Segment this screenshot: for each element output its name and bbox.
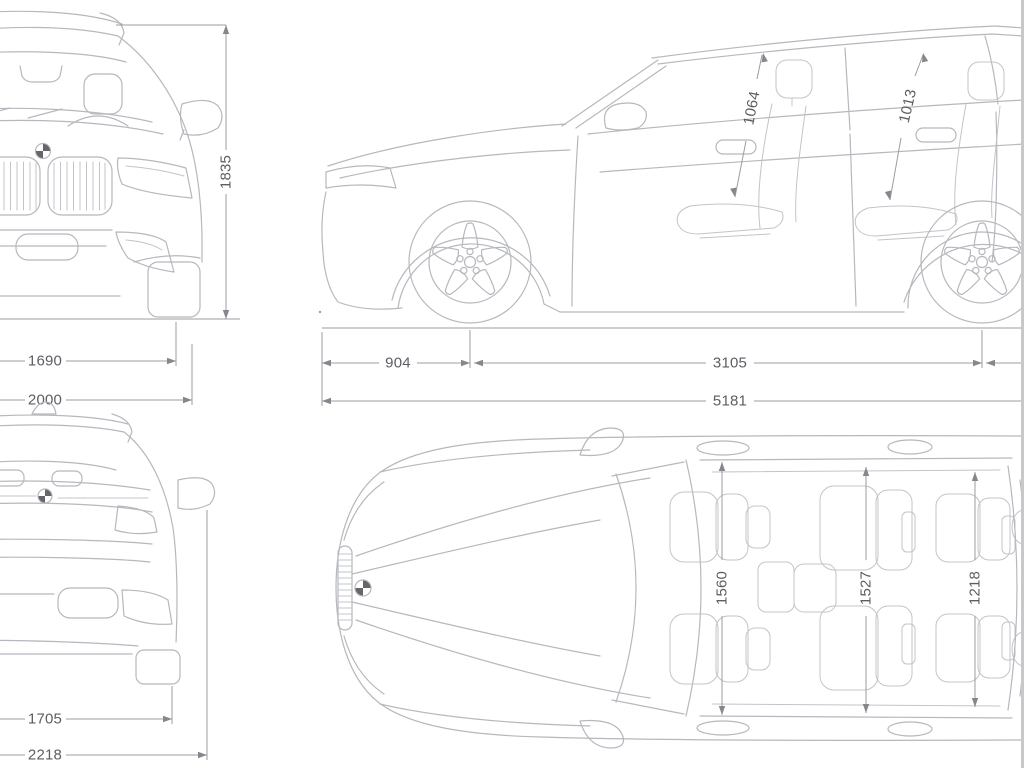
rear-side-mirror <box>177 477 216 510</box>
top-third-row-seats <box>935 493 1024 683</box>
front-bumper <box>0 229 175 297</box>
rear-door-handle <box>915 127 957 143</box>
front-view <box>0 10 223 318</box>
dim-front-height: 1835 <box>0 24 240 320</box>
top-body-outline <box>335 435 1024 741</box>
side-rear-wheel <box>921 201 1024 323</box>
side-view <box>318 25 1024 323</box>
rear-trim-band <box>0 480 153 513</box>
shark-fin-antenna <box>31 401 57 415</box>
front-body-side <box>117 35 203 263</box>
front-headlight <box>116 157 193 199</box>
top-middle-console <box>793 563 837 613</box>
bmw-roundel-top-icon <box>354 579 372 597</box>
front-wheel <box>133 255 201 318</box>
dim-rear-interior-width: 1218 <box>967 472 984 707</box>
dim-rear-headroom: 1013 <box>884 52 929 201</box>
top-view <box>335 427 1024 749</box>
stray-dot <box>318 310 322 314</box>
top-middle-seats <box>793 485 916 691</box>
dim-front-interior-width: 1560 <box>714 462 731 715</box>
rear-body-side <box>123 431 178 643</box>
dim-rear-track-label: 1705 <box>28 711 62 728</box>
dim-overall-length: 5181 <box>322 393 1024 410</box>
dim-front-height-label: 1835 <box>218 155 235 189</box>
top-mirror-left <box>579 427 625 457</box>
front-license-plate <box>15 233 79 261</box>
front-roof <box>0 10 125 46</box>
side-front-seat <box>676 59 813 239</box>
dim-wheelbase: 3105 <box>474 330 1024 372</box>
bmw-roundel-front-icon <box>34 142 52 160</box>
dim-front-interior-width-label: 1560 <box>714 571 731 605</box>
front-door-handle <box>715 139 757 155</box>
dim-rear-interior-width-label: 1218 <box>967 571 984 605</box>
dim-front-overhang: 904 <box>321 330 471 406</box>
top-mirror-right <box>579 719 625 749</box>
dim-middle-interior-width: 1527 <box>858 467 875 713</box>
top-windshield <box>611 459 702 717</box>
front-side-mirror <box>179 99 223 141</box>
side-front-wheel <box>409 201 531 323</box>
top-front-console <box>757 561 795 613</box>
side-body-outline <box>321 25 1024 313</box>
front-kidney-grille <box>0 156 113 216</box>
side-rear-seat <box>854 61 1005 241</box>
dim-front-width-label: 2000 <box>28 392 62 409</box>
dim-front-width: 2000 <box>0 344 193 409</box>
dim-front-headroom: 1064 <box>730 52 768 198</box>
side-mirror <box>603 102 647 131</box>
side-headlight <box>325 165 397 189</box>
top-grille <box>337 545 353 631</box>
dim-rear-width-mirrors-label: 2218 <box>28 747 62 764</box>
dim-rear-track: 1705 <box>0 686 173 728</box>
dim-middle-interior-width-label: 1527 <box>858 571 875 605</box>
rear-wheel <box>135 649 181 685</box>
screen-edge-strip <box>1021 0 1024 768</box>
bmw-roundel-rear-icon <box>37 488 53 504</box>
dim-rear-width-mirrors: 2218 <box>0 510 208 764</box>
rear-bumper <box>0 538 173 655</box>
rear-roof <box>0 401 133 443</box>
dim-front-headroom-label: 1064 <box>740 90 763 127</box>
dim-rear-headroom-label: 1013 <box>896 87 920 124</box>
dim-wheelbase-label: 3105 <box>713 355 747 372</box>
dim-front-track-label: 1690 <box>28 353 62 370</box>
rear-window <box>0 460 117 487</box>
rear-view <box>0 401 216 685</box>
rear-taillight <box>114 505 158 535</box>
dim-front-track: 1690 <box>0 322 177 370</box>
front-windshield <box>0 51 164 135</box>
top-front-seats <box>669 491 795 685</box>
top-roof-rails <box>696 439 1013 737</box>
dim-overall-length-label: 5181 <box>713 393 747 410</box>
side-door-seams <box>571 47 998 307</box>
dim-front-overhang-label: 904 <box>385 355 411 372</box>
top-hood-lines <box>351 477 651 699</box>
